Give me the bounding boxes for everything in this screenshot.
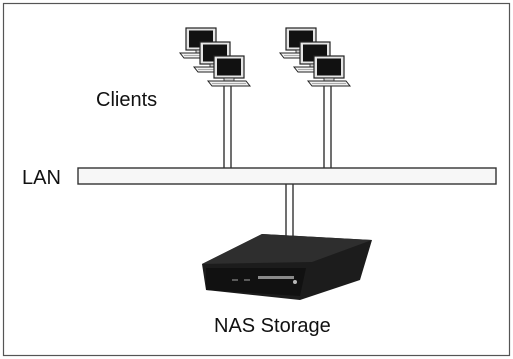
lan-bar — [77, 167, 497, 185]
client-left-cable — [223, 86, 232, 176]
lan-label: LAN — [22, 167, 61, 189]
nas-label: NAS Storage — [214, 315, 331, 337]
client-right-cable — [323, 86, 332, 176]
nas-storage-device-icon — [202, 234, 372, 300]
clients-label: Clients — [96, 89, 157, 111]
nas-cable — [285, 184, 294, 236]
client-group-left — [179, 27, 251, 176]
client-group-right — [279, 27, 351, 176]
